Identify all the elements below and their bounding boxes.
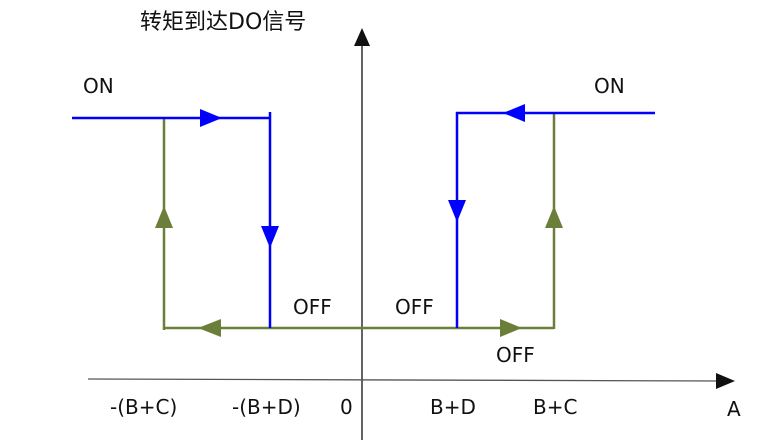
y-axis-arrowhead <box>354 28 370 46</box>
off-label-right: OFF <box>496 343 535 367</box>
left-green-up-arrow <box>155 206 173 228</box>
x-tick-neg-b-plus-c: -(B+C) <box>110 395 177 419</box>
left-green-path <box>162 118 362 330</box>
right-green-right-arrow <box>500 319 522 337</box>
left-blue-down-arrow <box>261 226 279 248</box>
diagram-title: 转矩到达DO信号 <box>140 10 306 35</box>
x-tick-b-plus-c: B+C <box>533 395 577 419</box>
left-blue-right-arrow <box>200 109 222 127</box>
x-tick-zero: 0 <box>340 395 353 419</box>
x-axis-label: A <box>727 397 741 421</box>
off-label-center: OFF <box>395 295 434 319</box>
on-label-left: ON <box>83 74 114 98</box>
right-green-up-arrow <box>545 206 563 228</box>
x-tick-b-plus-d: B+D <box>430 395 476 419</box>
right-blue-down-arrow <box>448 200 466 222</box>
right-blue-left-arrow <box>503 104 525 122</box>
on-label-right: ON <box>594 74 625 98</box>
x-tick-neg-b-plus-d: -(B+D) <box>232 395 301 419</box>
x-axis <box>87 378 723 382</box>
off-label-left: OFF <box>293 295 332 319</box>
x-axis-arrowhead <box>716 373 735 389</box>
left-blue-path <box>72 112 272 328</box>
left-green-left-arrow <box>198 319 221 337</box>
